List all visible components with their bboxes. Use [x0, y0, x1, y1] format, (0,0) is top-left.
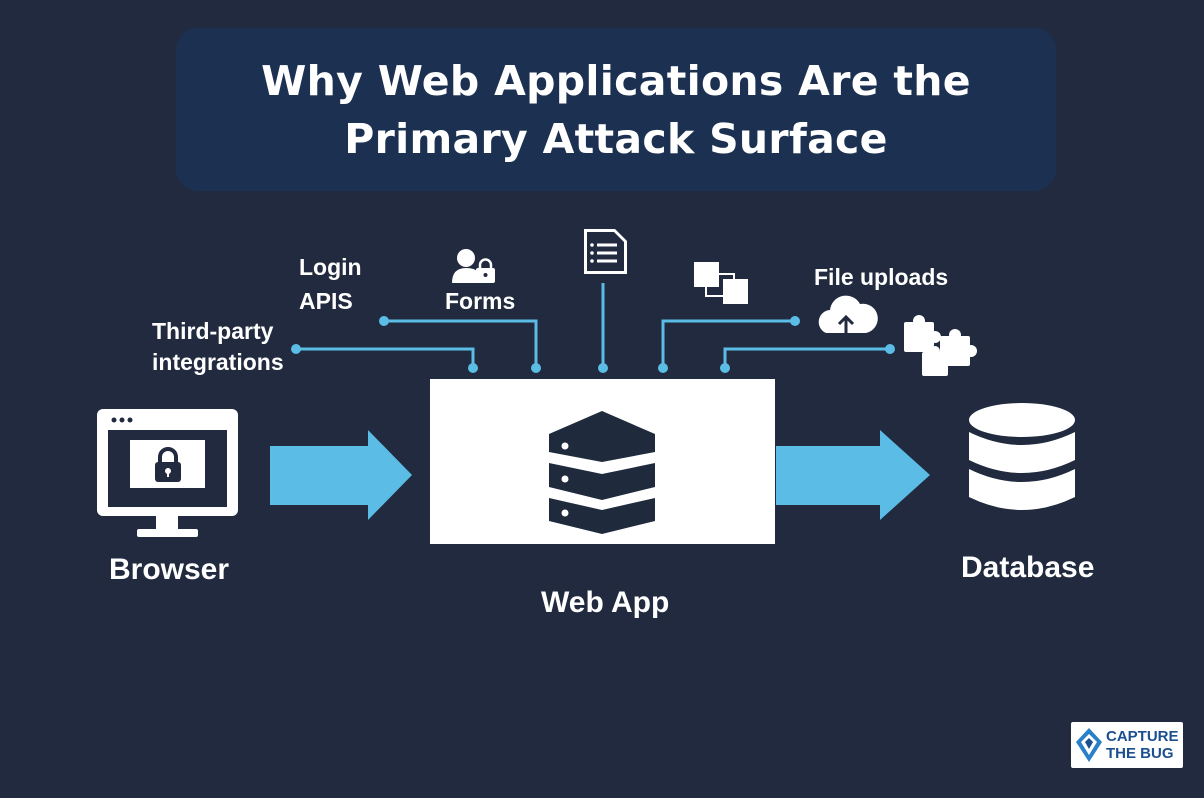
puzzle-icon — [904, 315, 977, 376]
forms-label: Forms — [445, 288, 516, 314]
connector-dot — [379, 316, 389, 326]
connector-login-apis — [384, 319, 538, 368]
windows-icon — [694, 262, 748, 304]
user-lock-icon — [452, 249, 495, 283]
title-banner: Why Web Applications Are the Primary Att… — [176, 28, 1056, 191]
file-uploads-label: File uploads — [814, 264, 949, 290]
connector-dots — [291, 316, 895, 373]
arrow-browser-to-webapp — [270, 430, 412, 520]
bug-diamond-icon — [1076, 728, 1102, 762]
arrow-webapp-to-database — [776, 430, 930, 520]
title-line-1: Why Web Applications Are the — [261, 56, 971, 105]
title-line-2: Primary Attack Surface — [344, 114, 888, 163]
document-icon — [584, 229, 627, 274]
capture-the-bug-logo: CAPTURE THE BUG — [1071, 722, 1183, 768]
cloud-upload-icon — [818, 295, 878, 334]
connector-dot — [468, 363, 478, 373]
logo-line-2: THE BUG — [1106, 745, 1174, 762]
logo-line-1: CAPTURE — [1106, 728, 1179, 745]
apis-label: APIS — [299, 288, 353, 314]
connector-windows — [661, 319, 795, 368]
connector-third-party — [296, 347, 475, 368]
login-label: Login — [299, 254, 362, 280]
connector-dot — [885, 344, 895, 354]
logo-text: CAPTURE THE BUG — [1106, 728, 1179, 762]
connector-lines — [296, 283, 890, 368]
connector-dot — [658, 363, 668, 373]
database-label: Database — [961, 551, 1095, 584]
lock-icon — [155, 447, 181, 482]
third-party-label-line2: integrations — [152, 349, 284, 375]
web-app-label: Web App — [541, 586, 670, 619]
connector-dot — [291, 344, 301, 354]
third-party-label-line1: Third-party — [152, 318, 274, 344]
database-icon — [969, 403, 1075, 510]
connector-dot — [598, 363, 608, 373]
connector-file-uploads — [723, 347, 890, 368]
connector-dot — [531, 363, 541, 373]
connector-dot — [790, 316, 800, 326]
browser-label: Browser — [109, 553, 230, 586]
server-stack-icon — [549, 411, 655, 534]
connector-dot — [720, 363, 730, 373]
